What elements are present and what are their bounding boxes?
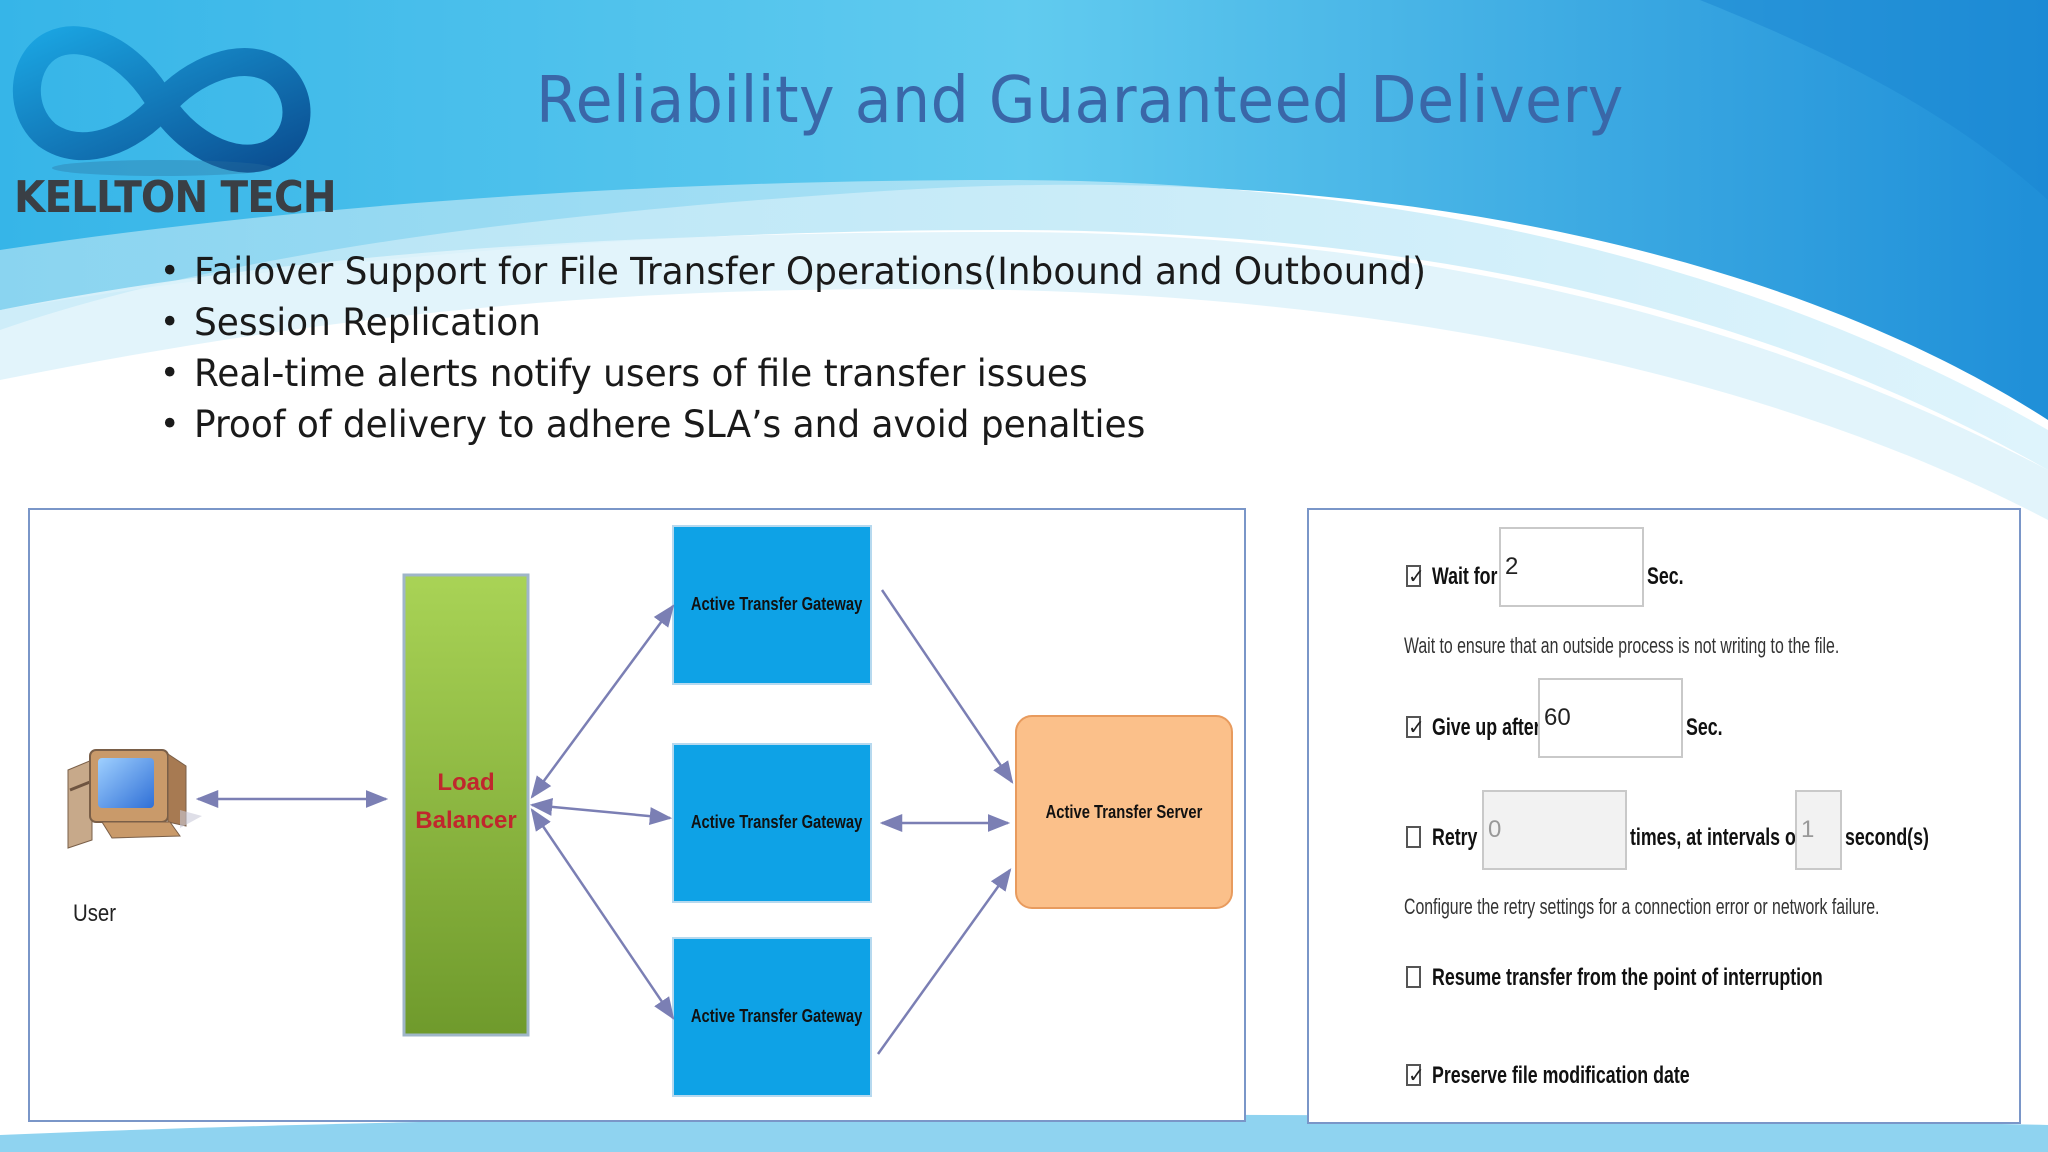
gateway-box (672, 525, 872, 685)
architecture-diagram: User Load Balancer Active Transfer Gatew… (28, 508, 1246, 1122)
arrow-lb-gateway-3 (530, 808, 675, 1020)
retry-unit: second(s) (1845, 824, 1929, 851)
gateway-box (672, 937, 872, 1097)
bullet-list: •Failover Support for File Transfer Oper… (160, 246, 1465, 450)
retry-interval-input[interactable] (1795, 790, 1842, 870)
computer-icon (67, 749, 202, 849)
gateway-label: Active Transfer Gateway (690, 594, 863, 614)
resume-label: Resume transfer from the point of interr… (1432, 964, 1823, 991)
server-label: Active Transfer Server (1045, 802, 1203, 822)
arrow-gateway-3-server (876, 868, 1012, 1055)
infinity-logo-icon (13, 26, 311, 176)
retry-interval-text: times, at intervals of (1630, 824, 1802, 851)
retry-label: Retry (1432, 824, 1478, 851)
give-up-checkbox[interactable]: ✓ (1406, 715, 1425, 739)
give-up-seconds-input[interactable] (1538, 678, 1683, 758)
arrow-lb-gateway-1 (530, 604, 675, 799)
server-box (1015, 715, 1233, 909)
load-balancer-box (402, 573, 530, 1037)
retry-checkbox[interactable] (1406, 826, 1421, 848)
bullet-item: •Failover Support for File Transfer Oper… (160, 250, 1426, 293)
give-up-label: Give up after (1432, 714, 1541, 741)
gateway-label: Active Transfer Gateway (690, 1006, 863, 1026)
retry-count-input[interactable] (1482, 790, 1627, 870)
preserve-label: Preserve file modification date (1432, 1062, 1690, 1089)
wait-description: Wait to ensure that an outside process i… (1404, 633, 1840, 658)
slide-title: Reliability and Guaranteed Delivery (536, 64, 1624, 138)
company-logo-text: KELLTON TECH (14, 172, 337, 223)
bullet-item: •Real-time alerts notify users of file t… (160, 352, 1088, 395)
arrow-gateway-1-server (880, 589, 1014, 784)
wait-unit: Sec. (1647, 563, 1684, 590)
retry-description: Configure the retry settings for a conne… (1404, 894, 1880, 919)
diagram-canvas (67, 525, 1233, 1097)
wait-checkbox[interactable]: ✓ (1406, 564, 1425, 588)
gateway-box (672, 743, 872, 903)
wait-label: Wait for (1432, 563, 1498, 590)
gateway-label: Active Transfer Gateway (690, 812, 863, 832)
resume-checkbox[interactable] (1406, 966, 1421, 988)
load-balancer-label: Load Balancer (415, 769, 517, 834)
preserve-checkbox[interactable]: ✓ (1406, 1063, 1425, 1087)
bullet-item: •Session Replication (160, 301, 541, 344)
bullet-item: •Proof of delivery to adhere SLA’s and a… (160, 403, 1146, 446)
transfer-settings-panel: ✓ Wait for Sec. Wait to ensure that an o… (1307, 508, 2021, 1124)
user-label: User (73, 900, 117, 927)
give-up-unit: Sec. (1686, 714, 1723, 741)
arrow-lb-gateway-2 (529, 797, 673, 826)
wait-seconds-input[interactable] (1499, 527, 1644, 607)
